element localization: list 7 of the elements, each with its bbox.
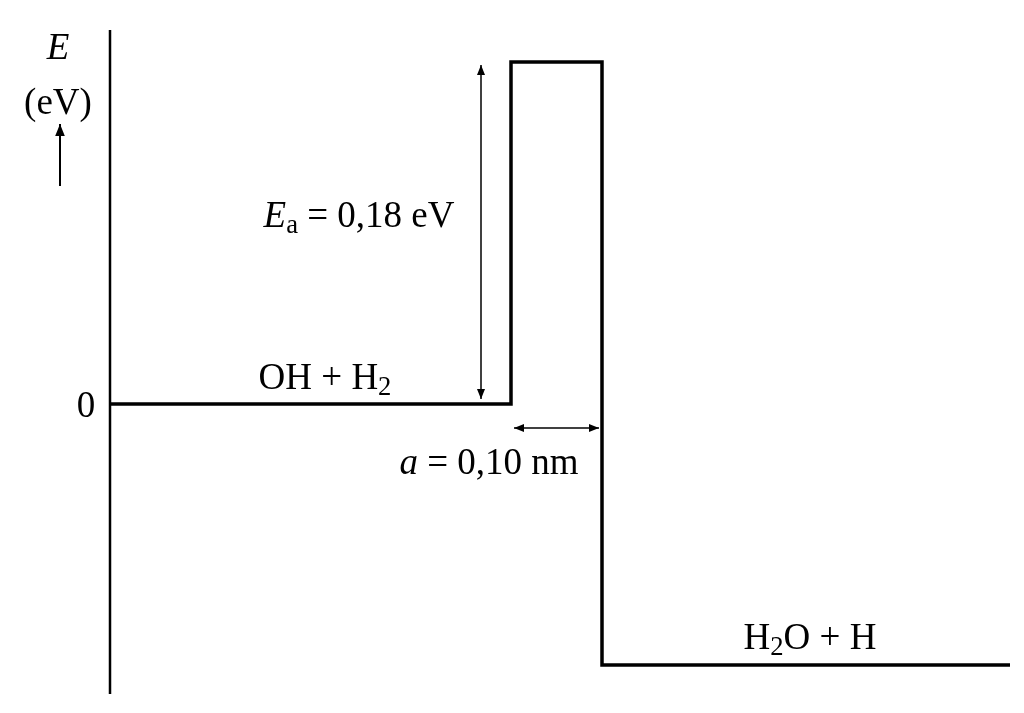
unit-label: (eV)	[24, 82, 92, 120]
dimension-label: a = 0,10 nm	[399, 442, 579, 480]
state-label: H$_{2}$O + H	[743, 617, 877, 655]
state-label: OH + H$_{2}$	[258, 357, 392, 395]
axis-label: E	[46, 27, 70, 65]
tick-label: 0	[76, 385, 96, 423]
dimension-label: E$_{a}$ = 0,18 eV	[263, 195, 455, 233]
